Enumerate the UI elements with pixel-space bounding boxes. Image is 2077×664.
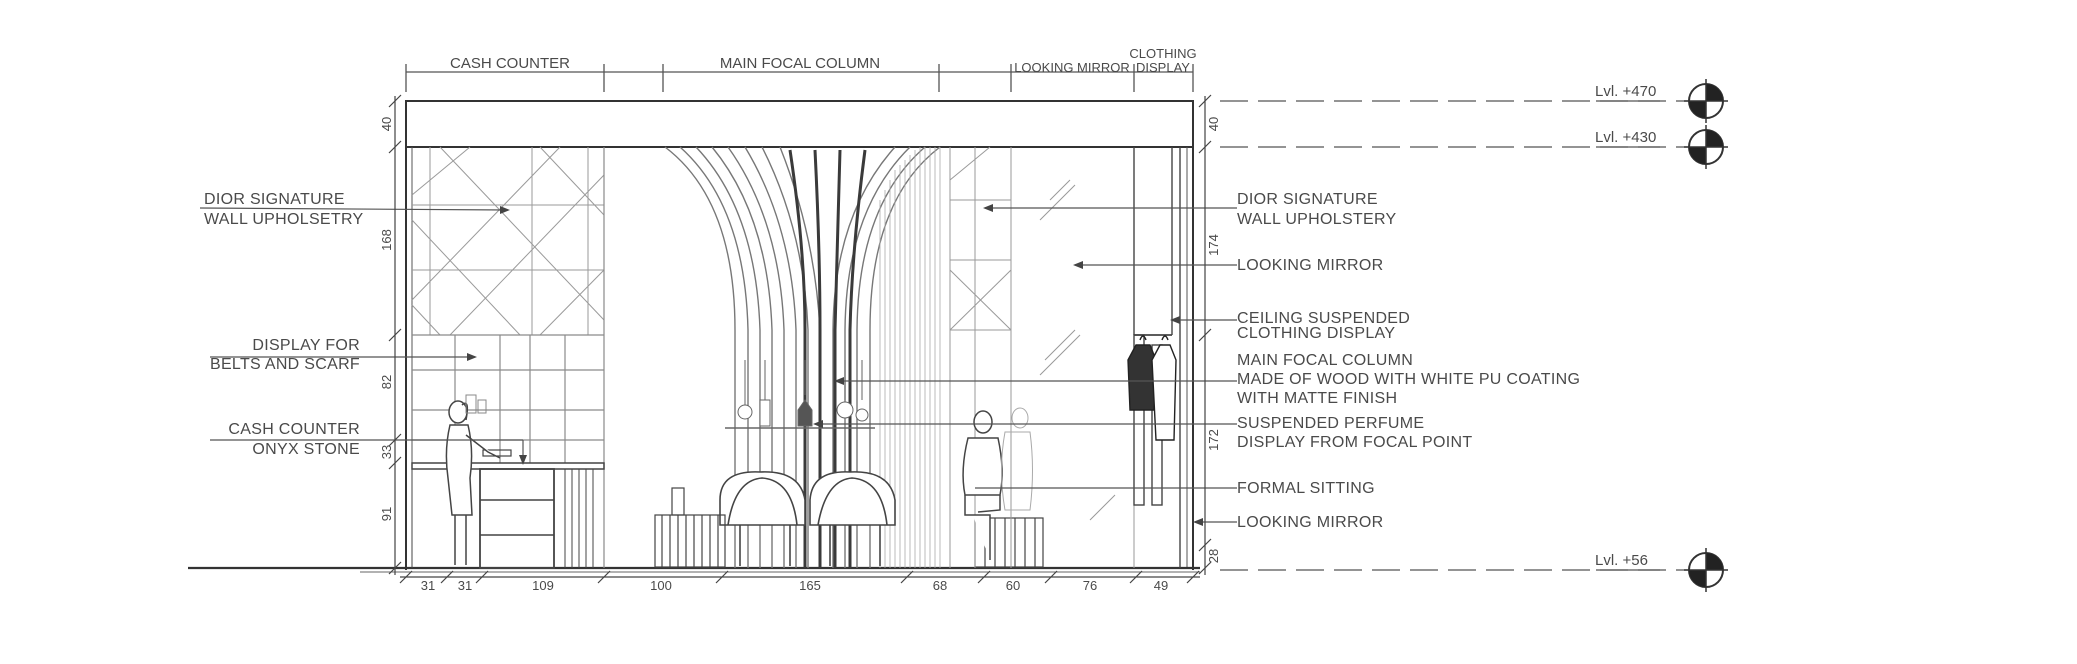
dim-bottom-0: 31 [421, 578, 435, 593]
dim-left-0: 40 [379, 117, 394, 131]
dim-left-2: 82 [379, 375, 394, 389]
label-ceiling-suspended-line1: CEILING SUSPENDED [1237, 310, 1410, 327]
zone-dimension-string [405, 64, 1194, 92]
label-ceiling-suspended-line2: CLOTHING DISPLAY [1237, 325, 1395, 342]
focal-column-dark-ribs [788, 149, 867, 568]
right-leader-arrows [813, 204, 1203, 526]
hanging-garments-icon [1127, 335, 1177, 441]
zone-clothing-display-line1: CLOTHING [1129, 46, 1196, 61]
counter-items [465, 394, 487, 414]
main-focal-column [664, 146, 941, 568]
label-cash-counter-line1: CASH COUNTER [228, 421, 360, 438]
dim-right-0: 40 [1206, 117, 1221, 131]
floor-line [188, 566, 1200, 573]
dim-bottom-8: 49 [1154, 578, 1168, 593]
customer-figure [962, 410, 1003, 560]
dim-right-2: 172 [1206, 429, 1221, 451]
label-main-focal-column-line2: MADE OF WOOD WITH WHITE PU COATING [1237, 371, 1580, 388]
right-vertical-dimension-line [1198, 94, 1212, 575]
cash-counter [411, 449, 605, 569]
right-vertical-dimensions: 40 174 172 28 [1206, 117, 1221, 563]
staff-figure [445, 400, 501, 565]
dim-left-4: 91 [379, 507, 394, 521]
right-wall-upholstery [949, 146, 1012, 568]
side-tables [654, 487, 1044, 568]
label-looking-mirror: LOOKING MIRROR [1237, 257, 1383, 274]
looking-mirror [1010, 147, 1135, 568]
zone-clothing-display-line2: DISPLAY [1136, 60, 1190, 75]
label-suspended-perfume-line1: SUSPENDED PERFUME [1237, 415, 1424, 432]
right-leader-lines [815, 207, 1237, 523]
level-marker-top-icon [1684, 79, 1728, 123]
dim-bottom-6: 60 [1006, 578, 1020, 593]
label-main-focal-column-line3: WITH MATTE FINISH [1237, 390, 1397, 407]
level-marker-ceiling-icon [1684, 125, 1728, 169]
level-label-floor: Lvl. +56 [1595, 552, 1648, 569]
dim-left-1: 168 [379, 229, 394, 251]
zone-looking-mirror: LOOKING MIRROR [1014, 60, 1130, 75]
left-leader-arrows [467, 206, 527, 465]
dim-bottom-3: 100 [650, 578, 672, 593]
label-left-wall-upholstery-line2: WALL UPHOLSETRY [204, 211, 364, 228]
label-suspended-perfume-line2: DISPLAY FROM FOCAL POINT [1237, 434, 1472, 451]
label-main-focal-column-line1: MAIN FOCAL COLUMN [1237, 352, 1413, 369]
label-left-wall-upholstery-line1: DIOR SIGNATURE [204, 191, 345, 208]
perfume-display [725, 360, 875, 429]
label-looking-mirror-lower: LOOKING MIRROR [1237, 514, 1383, 531]
dim-left-3: 33 [379, 445, 394, 459]
mirror-reflection-figure [1001, 407, 1033, 511]
zone-main-focal-column: MAIN FOCAL COLUMN [720, 55, 880, 72]
left-vertical-dimension-line [388, 94, 402, 575]
bottom-dimensions: 31 31 109 100 165 68 60 76 49 [421, 578, 1168, 593]
bottom-dimension-line [399, 570, 1200, 584]
zone-cash-counter: CASH COUNTER [450, 55, 570, 72]
formal-sitting [719, 471, 896, 566]
dim-bottom-2: 109 [532, 578, 554, 593]
label-right-wall-upholstery-line2: WALL UPHOLSTERY [1237, 211, 1397, 228]
label-belts-scarf-line1: DISPLAY FOR [252, 337, 360, 354]
dim-right-1: 174 [1206, 234, 1221, 256]
label-formal-sitting: FORMAL SITTING [1237, 480, 1375, 497]
left-vertical-dimensions: 40 168 82 33 91 [379, 117, 394, 521]
label-cash-counter-line2: ONYX STONE [252, 441, 360, 458]
level-label-ceiling: Lvl. +430 [1595, 129, 1656, 146]
dim-bottom-7: 76 [1083, 578, 1097, 593]
level-marker-floor-icon [1684, 548, 1728, 592]
label-right-wall-upholstery-line1: DIOR SIGNATURE [1237, 191, 1378, 208]
store-elevation-frame [405, 100, 1194, 570]
dim-bottom-1: 31 [458, 578, 472, 593]
dim-bottom-4: 165 [799, 578, 821, 593]
dim-right-3: 28 [1206, 549, 1221, 563]
level-leaders [1596, 100, 1660, 571]
dim-bottom-5: 68 [933, 578, 947, 593]
level-label-top: Lvl. +470 [1595, 83, 1656, 100]
left-wall-upholstery [411, 146, 605, 336]
label-belts-scarf-line2: BELTS AND SCARF [210, 356, 360, 373]
